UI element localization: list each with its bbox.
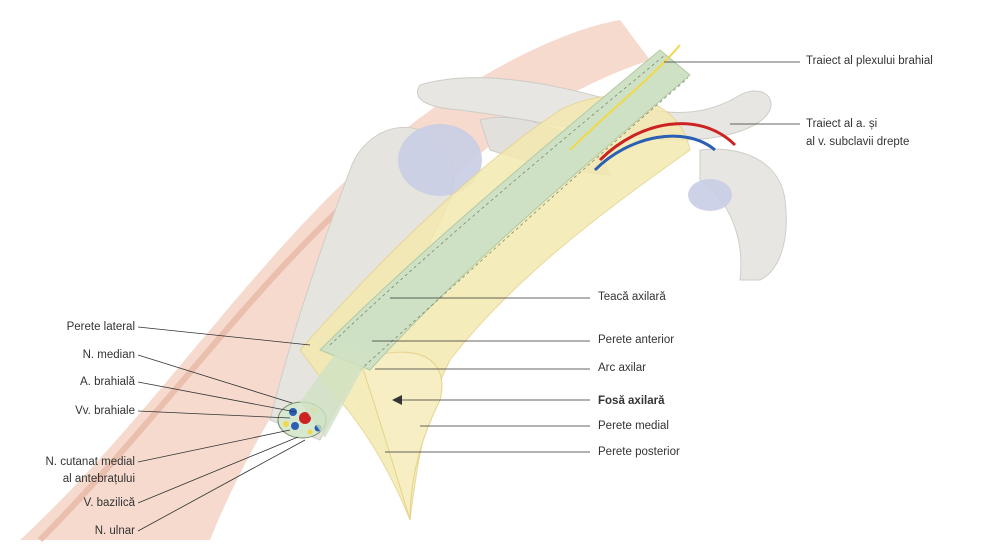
brachial-veins-label: Vv. brahiale [75,405,135,417]
medial-cutaneous-nerve-2-label: al antebrațului [63,473,135,485]
sternal-end [700,149,786,280]
first-rib-head [688,179,732,211]
median-nerve-label: N. median [83,349,135,361]
anterior-wall-label: Perete anterior [598,334,674,346]
brachial-artery-label: A. brahială [80,376,136,388]
lateral-wall-label: Perete lateral [67,321,135,333]
axillary-arch-label: Arc axilar [598,362,646,374]
basilic-vein-label: V. bazilică [84,497,136,509]
ulnar-nerve-section [283,421,289,427]
medial-wall-label: Perete medial [598,420,669,432]
brachial-plexus-course-label: Traiect al plexului brahial [806,55,933,67]
posterior-wall-label: Perete posterior [598,446,680,458]
axillary-sheath-label: Teacă axilară [598,291,666,303]
subclavian-course-2-label: al v. subclavii drepte [806,136,909,148]
cutaneous-nerve-section [308,430,313,435]
axillary-fossa-label: Fosă axilară [598,395,665,407]
medial-cutaneous-nerve-1-label: N. cutanat medial [46,456,136,468]
brachial-vein-section-2 [291,422,299,430]
ulnar-nerve-label: N. ulnar [95,525,135,537]
subclavian-course-1-label: Traiect al a. și [806,118,877,130]
